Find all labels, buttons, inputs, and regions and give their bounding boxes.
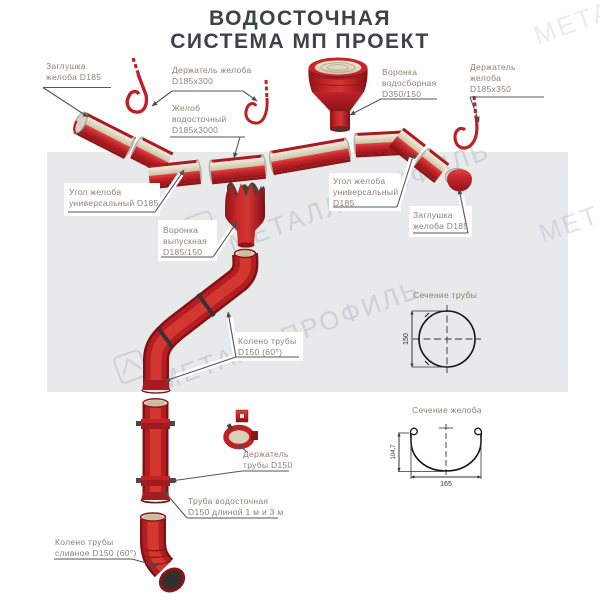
- gutter-left-run: [72, 111, 137, 160]
- label-sechenie-zheloba: Сечение желоба: [412, 405, 482, 415]
- drain-elbow: [139, 512, 186, 593]
- collector-funnel: [308, 57, 368, 132]
- label-sechenie-truby: Сечение трубы: [413, 290, 478, 300]
- svg-text:150: 150: [403, 333, 410, 345]
- pipe-clamp-installed-1: [136, 419, 175, 429]
- downpipe: [136, 398, 175, 504]
- pipe-section-drawing: 150: [403, 305, 481, 373]
- outlet-funnel: [225, 182, 265, 248]
- page-title-line2: СИСТЕМА МП ПРОЕКТ: [170, 30, 430, 53]
- gutter-front-1: [208, 154, 267, 185]
- gutter-section-drawing: 104,7 165: [391, 424, 483, 488]
- gutter-right-run: [413, 147, 450, 183]
- svg-text:165: 165: [440, 481, 452, 488]
- gutter-hook-right: [453, 95, 479, 150]
- gutter-corner-left-a: [130, 136, 174, 175]
- pipe-holder-part: [223, 409, 258, 450]
- gutter-hook-left: [125, 57, 149, 114]
- callout-lines: [42, 86, 544, 567]
- upper-elbow-pipe: [141, 248, 259, 394]
- pipe-clamp-installed-2: [136, 476, 175, 486]
- gutter-front-2: [268, 137, 352, 176]
- gutter-corner-right-a: [353, 130, 404, 158]
- gutter-end-cap-right: [444, 168, 472, 192]
- svg-text:104,7: 104,7: [391, 444, 397, 460]
- page-title-line1: ВОДОСТОЧНАЯ: [209, 7, 391, 30]
- gutter-hook-middle: [244, 79, 269, 125]
- callout-plates: [64, 173, 472, 361]
